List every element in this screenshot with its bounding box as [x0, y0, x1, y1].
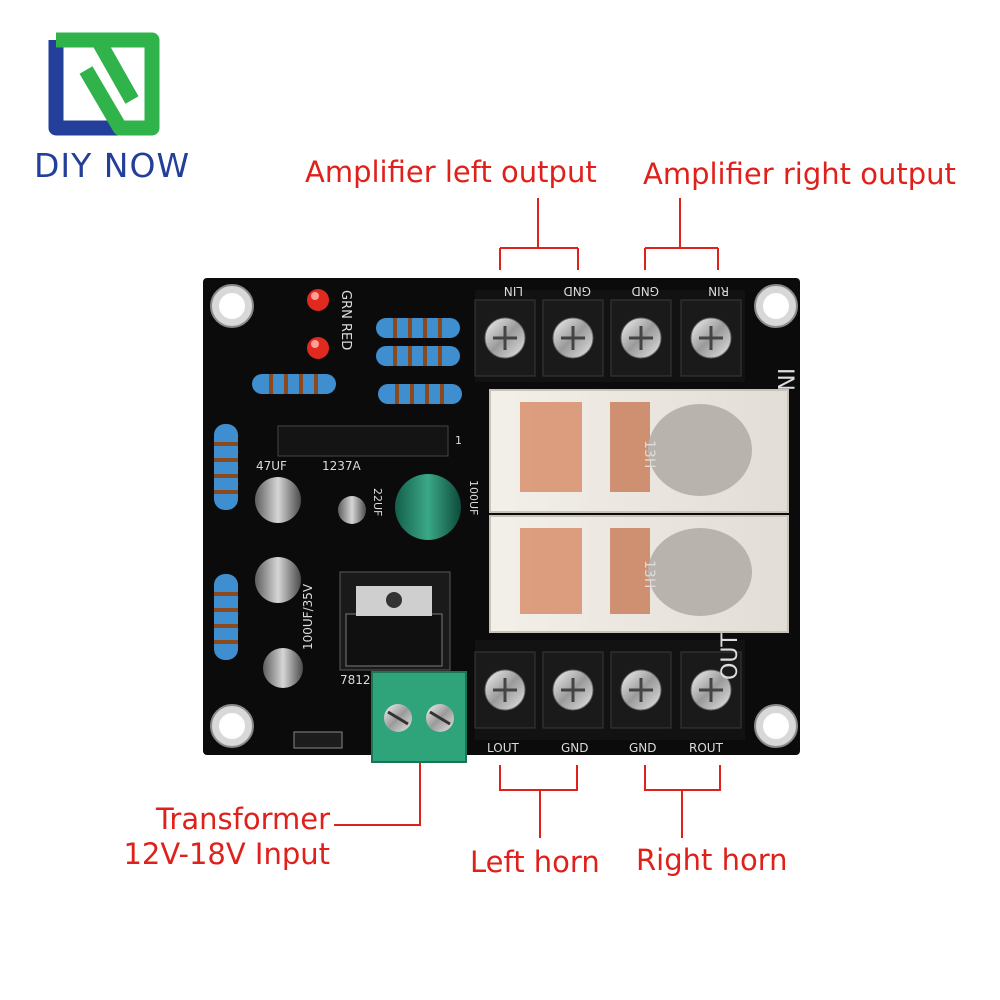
- label-relay-1: 13H: [641, 440, 657, 468]
- label-top-gnd2: GND: [631, 284, 659, 298]
- pcb-silkscreen: IN OUT LIN GND GND RIN LOUT GND GND ROUT…: [256, 284, 797, 755]
- label-100uf: 100UF: [467, 480, 480, 515]
- callout-right-horn: Right horn: [636, 843, 788, 877]
- label-pin-one: 1: [455, 434, 462, 447]
- mounting-holes: [210, 284, 798, 748]
- pcb-board: IN OUT LIN GND GND RIN LOUT GND GND ROUT…: [203, 278, 800, 763]
- power-input-terminal: [371, 671, 467, 763]
- label-47uf: 47UF: [256, 459, 287, 473]
- brand-name-part1: DIY N: [34, 146, 130, 185]
- label-bottom-gnd2: GND: [629, 741, 657, 755]
- label-bottom-rout: ROUT: [689, 741, 724, 755]
- output-screw-4: [680, 651, 742, 729]
- label-ic-part: 1237A: [322, 459, 362, 473]
- diode: [293, 731, 343, 749]
- regulator-heatsink: [339, 571, 451, 671]
- label-22uf: 22UF: [371, 488, 384, 516]
- callout-amplifier-left-output: Amplifier left output: [305, 155, 597, 189]
- callout-transformer-line1: Transformer: [155, 802, 330, 836]
- label-leds: GRN RED: [338, 290, 353, 350]
- callout-leader-lines: [334, 198, 721, 838]
- resistors: [214, 318, 462, 660]
- callout-left-horn: Left horn: [470, 845, 600, 879]
- input-screw-2: [542, 299, 604, 377]
- input-screw-4: [680, 299, 742, 377]
- input-terminal-block: [474, 290, 745, 382]
- label-bottom-gnd1: GND: [561, 741, 589, 755]
- relays: [489, 389, 789, 633]
- callout-amplifier-right-output: Amplifier right output: [643, 157, 956, 191]
- capacitors: [255, 474, 461, 688]
- label-regulator: 7812: [340, 673, 371, 687]
- ic-chip: [277, 425, 449, 457]
- label-relay-2: 13H: [641, 560, 657, 588]
- status-leds: [307, 289, 329, 359]
- brand-name: DIY NOW: [34, 146, 190, 185]
- label-top-gnd1: GND: [563, 284, 591, 298]
- label-in: IN: [772, 368, 797, 391]
- output-screw-2: [542, 651, 604, 729]
- output-screw-3: [610, 651, 672, 729]
- label-top-lin: LIN: [504, 284, 523, 298]
- label-out: OUT: [718, 633, 743, 680]
- input-screw-1: [474, 299, 536, 377]
- output-terminal-block: [474, 640, 745, 740]
- callout-transformer-input: Transformer 12V-18V Input: [118, 802, 330, 872]
- callout-transformer-line2: 12V-18V Input: [123, 837, 330, 871]
- label-bottom-lout: LOUT: [487, 741, 519, 755]
- brand-name-part2: OW: [129, 146, 191, 185]
- label-100uf-35v: 100UF/35V: [301, 583, 315, 650]
- input-screw-3: [610, 299, 672, 377]
- brand-logo-icon: [48, 32, 160, 136]
- output-screw-1: [474, 651, 536, 729]
- label-top-rin: RIN: [708, 284, 729, 298]
